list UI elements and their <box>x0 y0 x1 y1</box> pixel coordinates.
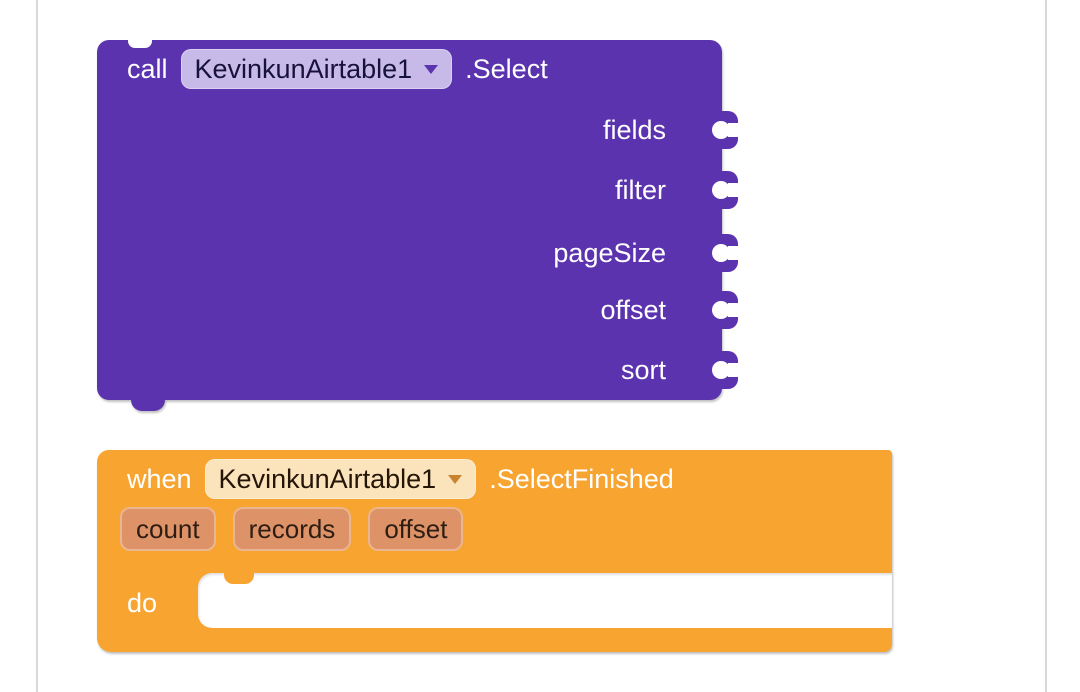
previous-connector-notch <box>128 40 152 48</box>
call-select-block[interactable]: call KevinkunAirtable1 .Select fields fi… <box>97 40 739 411</box>
call-keyword-label: call <box>127 54 168 84</box>
param-row-offset: offset <box>600 295 666 325</box>
call-block-header: call KevinkunAirtable1 .Select <box>97 48 722 90</box>
event-name-label: .SelectFinished <box>489 464 674 494</box>
value-socket-sort[interactable] <box>710 351 739 389</box>
do-statement-slot[interactable] <box>198 573 892 628</box>
next-connector-bump <box>131 399 165 411</box>
do-keyword-label: do <box>127 588 158 618</box>
page-right-border <box>1045 0 1047 692</box>
when-keyword-label: when <box>127 464 192 494</box>
param-chip-count[interactable]: count <box>120 507 216 551</box>
dropdown-arrow-icon <box>424 64 439 74</box>
param-chip-offset[interactable]: offset <box>368 507 464 551</box>
event-params-row: count records offset <box>120 507 464 551</box>
dropdown-arrow-icon <box>448 474 463 484</box>
value-socket-offset[interactable] <box>710 291 739 329</box>
event-component-dropdown[interactable]: KevinkunAirtable1 <box>204 459 477 499</box>
statement-connector-notch <box>224 573 254 584</box>
event-block-header: when KevinkunAirtable1 .SelectFinished <box>97 458 892 500</box>
param-row-filter: filter <box>614 175 666 205</box>
param-row-sort: sort <box>620 355 666 385</box>
method-name-label: .Select <box>465 54 548 84</box>
value-socket-filter[interactable] <box>710 171 739 209</box>
param-row-fields: fields <box>602 115 666 145</box>
component-dropdown-value: KevinkunAirtable1 <box>194 53 413 84</box>
when-selectfinished-block[interactable]: when KevinkunAirtable1 .SelectFinished c… <box>97 450 892 652</box>
param-row-pagesize: pageSize <box>553 238 666 268</box>
value-socket-fields[interactable] <box>710 111 739 149</box>
page-left-border <box>36 0 38 692</box>
value-socket-pagesize[interactable] <box>710 234 739 272</box>
component-dropdown[interactable]: KevinkunAirtable1 <box>180 49 453 89</box>
event-component-dropdown-value: KevinkunAirtable1 <box>218 463 437 494</box>
param-chip-records[interactable]: records <box>232 507 352 551</box>
